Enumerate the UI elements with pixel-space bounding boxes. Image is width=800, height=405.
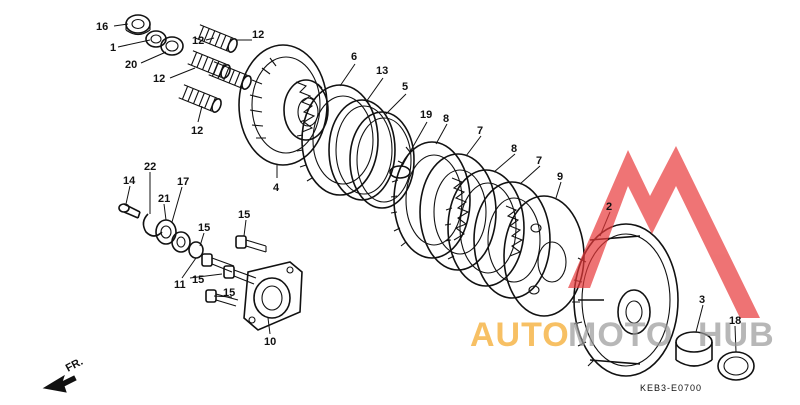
callout-15-c: 15 — [192, 274, 204, 286]
callout-15-d: 15 — [223, 287, 235, 299]
callout-15-a: 15 — [238, 209, 250, 221]
callout-12-c: 12 — [153, 73, 165, 85]
callout-12-d: 12 — [191, 125, 203, 137]
callout-13: 13 — [376, 65, 388, 77]
callout-1: 1 — [110, 42, 116, 54]
friction-disc-8a-part — [390, 141, 471, 259]
judder-spring-part — [328, 99, 396, 201]
watermark-logo: AUTO MOTO HUB — [470, 146, 775, 354]
callout-20: 20 — [125, 59, 137, 71]
washer-18-part — [717, 351, 755, 381]
watermark-text-hub: HUB — [698, 316, 775, 354]
callout-9: 9 — [557, 171, 563, 183]
friction-disc-6-part — [296, 83, 379, 196]
callout-2: 2 — [606, 201, 612, 213]
clutch-plate-7a-part — [419, 153, 497, 271]
callout-8-a: 8 — [443, 113, 449, 125]
bolt-15-part-b — [201, 253, 235, 273]
callout-12-a: 12 — [192, 35, 204, 47]
watermark-text-moto: MOTO — [568, 316, 673, 354]
callout-8-b: 8 — [511, 143, 517, 155]
bolt-15-part-a — [235, 235, 267, 253]
watermark-text-auto: AUTO — [470, 316, 570, 354]
collar-part — [675, 331, 713, 367]
clutch-plate-7b-part — [473, 181, 551, 299]
clutch-springs-part — [178, 24, 252, 113]
callout-17: 17 — [177, 176, 189, 188]
callout-19: 19 — [420, 109, 432, 121]
callout-5: 5 — [402, 81, 408, 93]
washer-17-part — [171, 231, 191, 253]
callout-7-b: 7 — [536, 155, 542, 167]
bolt-15-part-c — [223, 265, 257, 285]
callout-16: 16 — [96, 21, 108, 33]
callout-11: 11 — [174, 279, 186, 291]
drawing-code: KEB3-E0700 — [640, 383, 702, 393]
callout-18: 18 — [729, 315, 741, 327]
callout-12-b: 12 — [252, 29, 264, 41]
callout-14: 14 — [123, 175, 136, 187]
lifter-plate-part — [243, 261, 303, 331]
washer-part — [145, 30, 167, 48]
clutch-outer-part — [572, 223, 679, 377]
plate-9-part — [503, 195, 585, 317]
pin-14-part — [118, 203, 141, 219]
callout-21: 21 — [158, 193, 170, 205]
callout-6: 6 — [351, 51, 357, 63]
callout-22: 22 — [144, 161, 156, 173]
circlip-part — [142, 213, 163, 237]
lock-nut-part — [125, 14, 151, 36]
bearing-part — [155, 219, 177, 245]
callout-labels: 16 1 20 12 12 12 12 6 13 5 19 8 7 8 7 9 … — [96, 21, 741, 348]
front-direction-arrow — [42, 374, 77, 393]
pressure-plate-part — [238, 44, 329, 166]
callout-10: 10 — [264, 336, 276, 348]
callout-4: 4 — [273, 182, 280, 194]
front-direction-label: FR. — [64, 356, 85, 375]
ring-19-part — [389, 165, 411, 179]
callout-15-b: 15 — [198, 222, 210, 234]
washer-part-large — [160, 36, 184, 56]
spring-seat-part — [349, 111, 415, 209]
callout-3: 3 — [699, 294, 705, 306]
callout-7-a: 7 — [477, 125, 483, 137]
